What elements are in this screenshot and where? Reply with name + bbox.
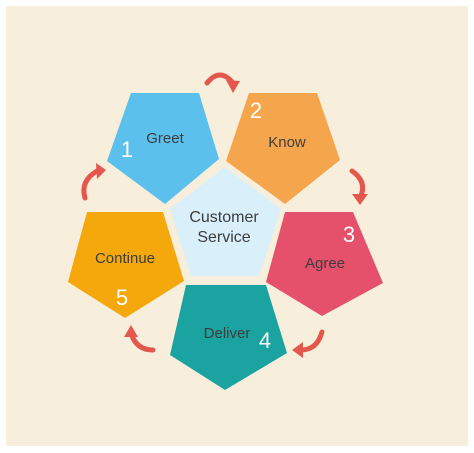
step-agree: Agree 3 [266,212,383,316]
center-label-line1: Customer [189,209,259,226]
step-greet-number: 1 [121,137,133,162]
step-know-label: Know [268,134,306,151]
step-deliver-label: Deliver [204,325,251,342]
step-agree-label: Agree [305,255,345,272]
center-label-line2: Service [197,229,250,246]
step-know-pentagon [226,93,340,204]
step-deliver: Deliver 4 [170,285,287,390]
step-agree-pentagon [266,212,383,316]
step-deliver-number: 4 [259,328,271,353]
step-continue-pentagon [68,212,184,318]
cycle-arrowhead-left-upper-icon [96,163,106,179]
cycle-arrowhead-right-lower-icon [292,342,303,358]
step-greet-label: Greet [146,130,184,147]
cycle-arrow-left-upper-icon [81,168,100,201]
cycle-arrow-right-lower-icon [298,329,325,353]
step-know-number: 2 [250,98,262,123]
step-know: Know 2 [226,93,340,204]
step-greet-pentagon [107,93,219,204]
step-deliver-pentagon [170,285,287,390]
center-pentagon [170,167,281,276]
cycle-arrowhead-top-icon [226,80,240,93]
step-greet: Greet 1 [107,93,219,204]
step-continue-number: 5 [116,285,128,310]
cycle-arrowhead-right-upper-icon [352,194,368,205]
cycle-arrowhead-left-lower-icon [124,325,138,337]
step-continue: Continue 5 [68,212,184,318]
step-agree-number: 3 [343,222,355,247]
step-continue-label: Continue [95,250,155,267]
